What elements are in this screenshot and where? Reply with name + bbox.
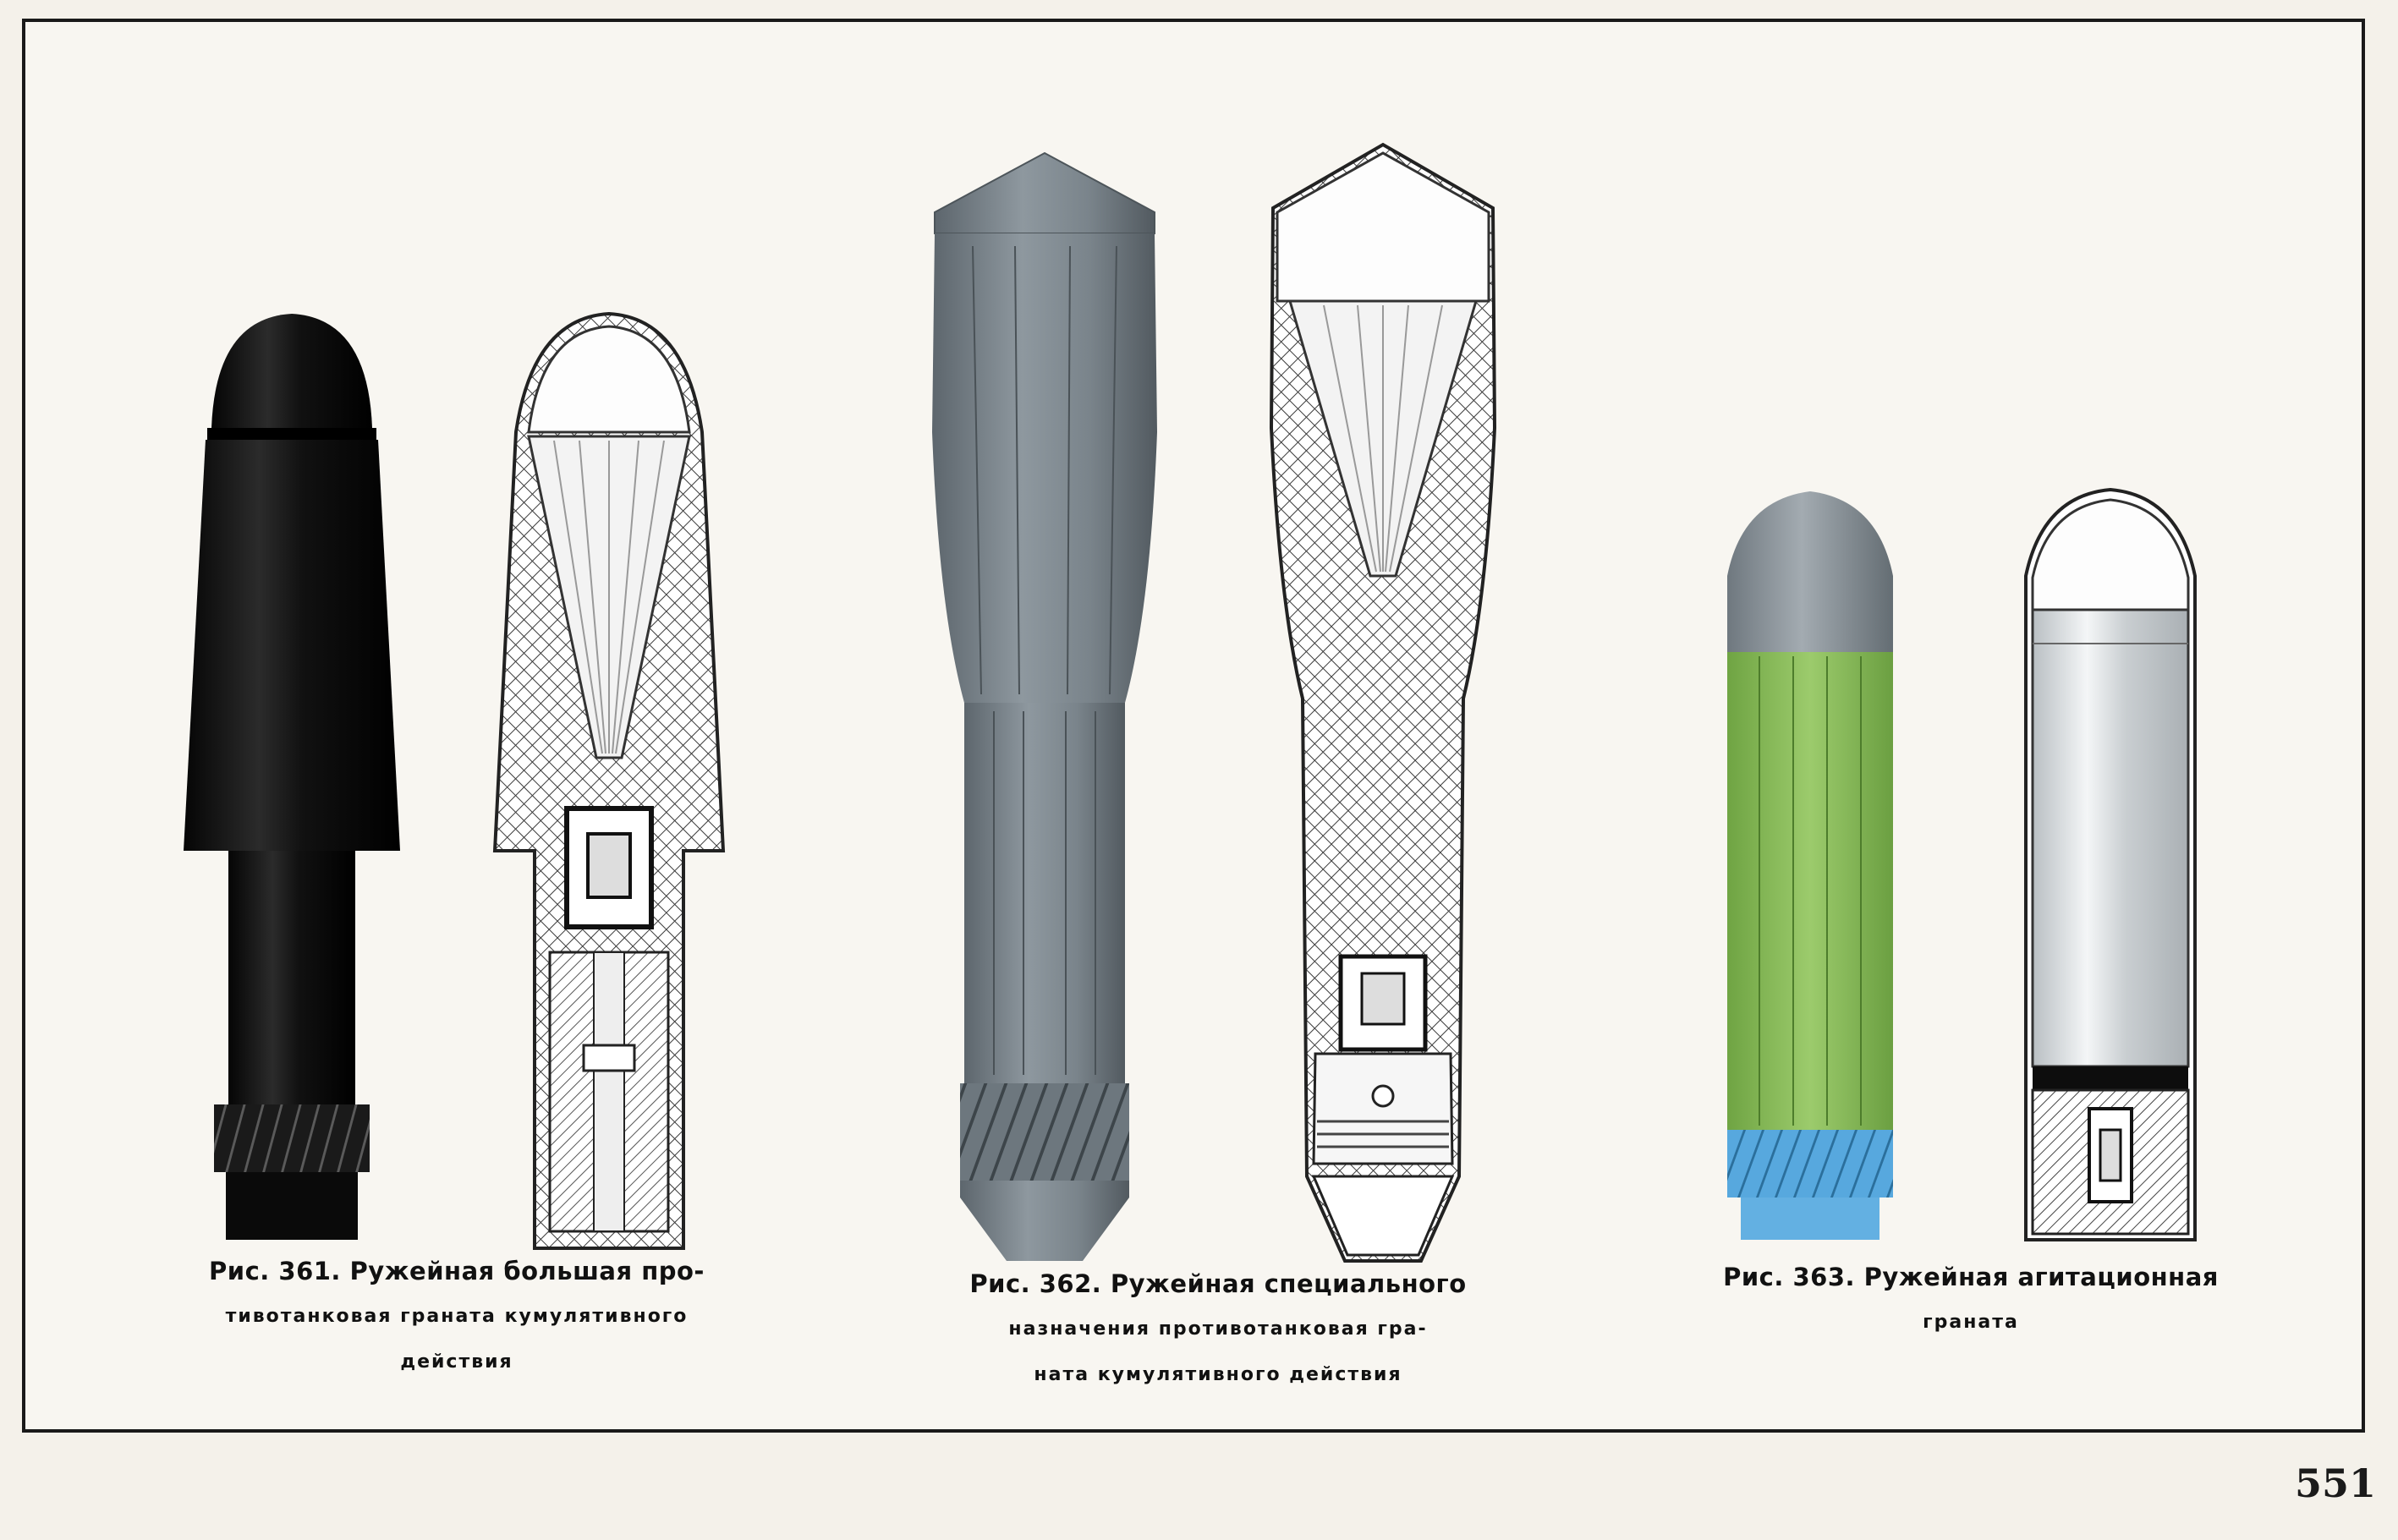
figure-362-caption-line-2: назначения противотанковая гра- <box>1008 1318 1428 1340</box>
figure-362-caption: Рис. 362. Ружейная специального назначен… <box>947 1261 1489 1398</box>
figure-361-caption: Рис. 361. Ружейная большая про- тивотанк… <box>161 1248 753 1385</box>
figure-362-caption-line-3: ната кумулятивного действия <box>1034 1364 1402 1385</box>
figure-363-caption: Рис. 363. Ружейная агитационная граната <box>1700 1254 2242 1345</box>
figure-361: Рис. 361. Ружейная большая про- тивотанк… <box>25 22 871 1426</box>
figure-362-caption-line-1: Рис. 362. Ружейная специального <box>969 1269 1467 1298</box>
page-number: 551 <box>2294 1461 2376 1506</box>
grenade-361-cutaway <box>492 311 726 1250</box>
grenade-363-exterior <box>1727 491 1893 1240</box>
figure-362: Рис. 362. Ружейная специального назначен… <box>871 22 1633 1426</box>
figure-361-caption-line-3: действия <box>400 1351 513 1373</box>
figure-361-caption-line-2: тивотанковая граната кумулятивного <box>225 1306 689 1327</box>
figure-363-caption-line-1: Рис. 363. Ружейная агитационная <box>1723 1263 2219 1291</box>
figure-363: Рис. 363. Ружейная агитационная граната <box>1633 22 2368 1426</box>
grenade-362-exterior <box>932 151 1157 1261</box>
figure-363-caption-line-2: граната <box>1923 1312 2019 1333</box>
grenade-362-cutaway <box>1269 142 1497 1263</box>
grenade-361-exterior <box>184 314 400 1240</box>
grenade-363-cutaway <box>2024 487 2197 1241</box>
illustration-plate: Рис. 361. Ружейная большая про- тивотанк… <box>22 19 2365 1433</box>
figure-361-caption-line-1: Рис. 361. Ружейная большая про- <box>209 1257 705 1285</box>
